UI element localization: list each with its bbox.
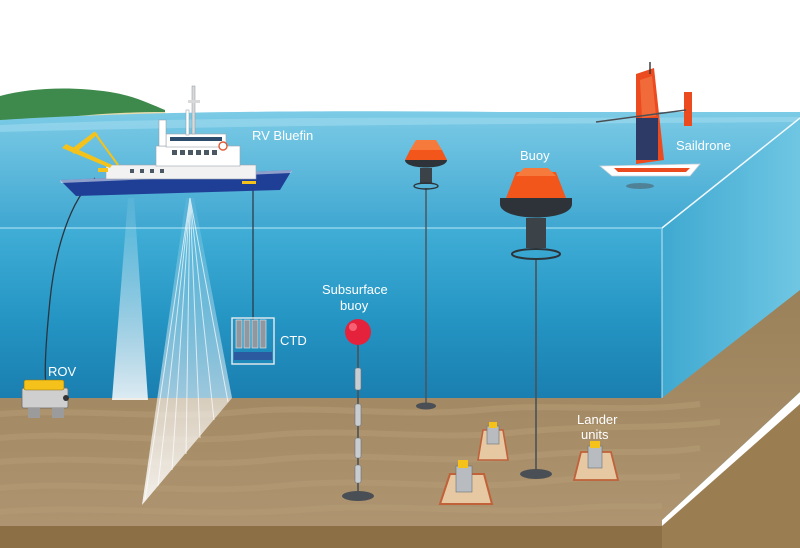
label-ctd: CTD (280, 333, 307, 348)
surface-buoy-far-icon (405, 140, 447, 410)
multibeam-rays (144, 197, 229, 501)
rov-tether (44, 177, 96, 386)
ctd-rosette-icon (231, 317, 275, 365)
label-rov: ROV (48, 364, 77, 379)
seafloor-side-face (662, 404, 800, 548)
label-ship: RV Bluefin (252, 128, 313, 143)
seafloor-front-face (0, 526, 662, 548)
sonar-beam-single (112, 198, 148, 400)
water-edge (661, 117, 800, 229)
water-column (0, 228, 662, 398)
lander-icon (438, 422, 620, 505)
label-saildrone: Saildrone (676, 138, 731, 153)
surface-buoy-icon (500, 168, 572, 479)
label-subsurface-line1: Subsurface (322, 282, 388, 297)
subsurface-buoy-icon (342, 319, 374, 501)
ship-icon (60, 85, 292, 196)
label-subsurface-line2: buoy (340, 298, 369, 313)
label-lander-line1: Lander (577, 412, 618, 427)
rov-icon (21, 379, 69, 418)
label-buoy: Buoy (520, 148, 550, 163)
seafloor (0, 290, 800, 548)
label-lander-line2: units (581, 427, 609, 442)
saildrone-icon (595, 62, 701, 189)
